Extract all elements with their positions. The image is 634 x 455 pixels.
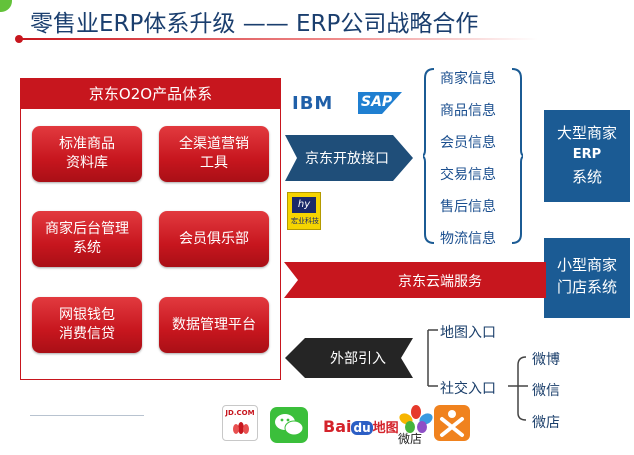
small-merchant-line2: 门店系统 xyxy=(556,278,617,296)
jd-logo-text: JD.COM xyxy=(225,409,255,417)
info-member: 会员信息 xyxy=(440,135,496,151)
info-after-sales: 售后信息 xyxy=(440,199,496,215)
baidu-text: Bai xyxy=(323,417,352,436)
product-omnichannel-marketing: 全渠道营销 工具 xyxy=(159,126,269,182)
cloud-service-band xyxy=(284,262,546,298)
info-bracket-left xyxy=(423,68,435,244)
jd-api-label: 京东开放接口 xyxy=(305,151,389,167)
footer-divider xyxy=(30,415,144,416)
hy-logo-mark: hy xyxy=(292,197,316,213)
large-merchant-line2: ERP xyxy=(572,147,602,162)
product-wallet-credit: 网银钱包 消费信贷 xyxy=(32,297,142,353)
jd-flower-icon xyxy=(233,422,249,434)
large-merchant-line3: 系统 xyxy=(571,168,602,186)
weidian-label: 微店 xyxy=(398,432,423,446)
info-logistics: 物流信息 xyxy=(440,231,496,247)
title-underline xyxy=(18,38,538,40)
sap-logo: SAP xyxy=(358,92,402,114)
external-import-arrow xyxy=(285,338,413,378)
entry-map: 地图入口 xyxy=(440,325,496,341)
entry-weidian: 微店 xyxy=(532,415,560,431)
product-merchant-backend: 商家后台管理 系统 xyxy=(32,211,142,267)
product-data-platform: 数据管理平台 xyxy=(159,297,269,353)
jd-logo: JD.COM xyxy=(222,405,258,441)
entry-weibo: 微博 xyxy=(532,352,560,368)
wechat-logo xyxy=(270,407,308,443)
baidu-map-text: 地图 xyxy=(372,421,399,436)
small-merchant-store-box: 小型商家 门店系统 xyxy=(544,238,630,318)
o2o-panel-header: 京东O2O产品体系 xyxy=(21,79,280,109)
orange-app-logo xyxy=(434,405,470,441)
large-merchant-line1: 大型商家 xyxy=(556,124,617,142)
entry-wechat: 微信 xyxy=(532,383,560,399)
ibm-logo: IBM xyxy=(292,93,334,114)
info-transaction: 交易信息 xyxy=(440,167,496,183)
info-bracket-right xyxy=(511,68,523,244)
cloud-service-label: 京东云端服务 xyxy=(398,274,482,290)
wechat-icon xyxy=(275,414,304,436)
page-title: 零售业ERP体系升级 —— ERP公司战略合作 xyxy=(30,11,479,37)
person-x-icon xyxy=(440,410,464,437)
info-merchant: 商家信息 xyxy=(440,71,496,87)
product-standard-catalog: 标准商品 资料库 xyxy=(32,126,142,182)
jd-api-arrow xyxy=(285,135,413,181)
hy-logo-text: 宏业科技 xyxy=(291,217,319,225)
entries-tree-lines xyxy=(427,329,528,421)
external-import-label: 外部引入 xyxy=(330,351,386,367)
baidu-paw: du xyxy=(351,421,373,435)
o2o-product-panel: 京东O2O产品体系 标准商品 资料库 全渠道营销 工具 商家后台管理 系统 会员… xyxy=(20,78,281,380)
corner-decoration xyxy=(0,0,12,12)
title-underline-dot xyxy=(15,35,23,43)
large-merchant-erp-box: 大型商家 ERP 系统 xyxy=(544,110,630,202)
sap-logo-text: SAP xyxy=(361,94,393,110)
weidian-icon xyxy=(399,405,433,433)
small-merchant-line1: 小型商家 xyxy=(556,256,617,274)
entry-social: 社交入口 xyxy=(440,381,496,397)
hy-logo: hy 宏业科技 xyxy=(287,192,321,230)
product-member-club: 会员俱乐部 xyxy=(159,211,269,267)
info-product: 商品信息 xyxy=(440,103,496,119)
